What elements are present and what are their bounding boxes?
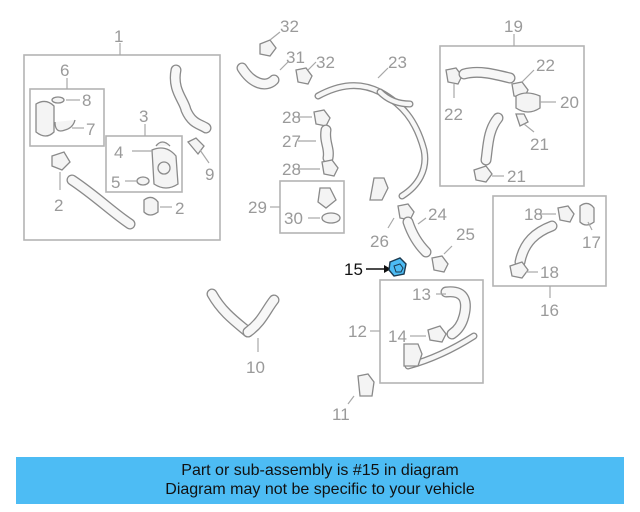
- callout-3: 3: [139, 107, 148, 126]
- group-3-frame: [105, 135, 183, 193]
- callout-13: 13: [412, 285, 431, 304]
- callout-12: 12: [348, 322, 367, 341]
- callout-9: 9: [205, 165, 214, 184]
- callout-19: 19: [504, 17, 523, 36]
- callout-27: 27: [282, 132, 301, 151]
- callout-22b: 22: [536, 56, 555, 75]
- part-flange-11: [357, 373, 375, 397]
- callout-32a: 32: [280, 17, 299, 36]
- banner-line-1: Part or sub-assembly is #15 in diagram: [181, 462, 459, 479]
- parts-diagram: 1 6 8 7 3 4 5 9 2 2: [23, 17, 607, 424]
- callout-29: 29: [248, 198, 267, 217]
- callout-24: 24: [428, 205, 447, 224]
- part-sensor-29: [317, 187, 337, 209]
- group-center-middle: 26 24 25 15: [344, 203, 475, 279]
- callout-31: 31: [286, 48, 305, 67]
- callout-10: 10: [246, 358, 265, 377]
- callout-6: 6: [60, 61, 69, 80]
- group-1: 1 6 8 7 3 4 5 9 2 2: [23, 27, 221, 241]
- callout-5: 5: [111, 173, 120, 192]
- callout-28b: 28: [282, 160, 301, 179]
- callout-30: 30: [284, 209, 303, 228]
- part-clamp-2a: [51, 151, 71, 171]
- group-16: 16 18 17 18: [492, 195, 607, 320]
- group-bottom: 10 11: [206, 288, 375, 424]
- group-19-frame: [439, 45, 585, 187]
- part-clamp-21b: [473, 165, 493, 183]
- callout-20: 20: [560, 93, 579, 112]
- part-clamp-22a: [445, 67, 463, 85]
- callout-28a: 28: [282, 108, 301, 127]
- banner-line-2: Diagram may not be specific to your vehi…: [165, 481, 475, 498]
- part-clamp-2b: [143, 196, 159, 216]
- part-clamp-14: [427, 325, 447, 343]
- callout-25: 25: [456, 225, 475, 244]
- callout-16: 16: [540, 301, 559, 320]
- callout-4: 4: [114, 143, 123, 162]
- group-19: 19 22 22 20 21 21: [439, 17, 585, 187]
- callout-1: 1: [114, 27, 123, 46]
- part-clamp-28a: [313, 109, 331, 127]
- callout-26: 26: [370, 232, 389, 251]
- part-housing-6: [35, 100, 55, 137]
- part-housing-20: [515, 92, 541, 113]
- callout-18b: 18: [540, 263, 559, 282]
- highlighted-part-15[interactable]: [388, 257, 407, 277]
- info-banner: Part or sub-assembly is #15 in diagram D…: [16, 457, 624, 504]
- part-clamp-26: [397, 203, 415, 221]
- group-1-frame: [23, 54, 221, 241]
- callout-11: 11: [332, 405, 350, 424]
- callout-2a: 2: [54, 196, 63, 215]
- part-fitting-17: [579, 202, 595, 226]
- callout-8: 8: [82, 91, 91, 110]
- callout-22a: 22: [444, 105, 463, 124]
- callout-21a: 21: [530, 135, 549, 154]
- part-clamp-25: [431, 255, 449, 273]
- callout-15: 15: [344, 260, 363, 279]
- callout-7: 7: [86, 120, 95, 139]
- part-clamp-32b: [295, 67, 313, 85]
- callout-32b: 32: [316, 53, 335, 72]
- callout-23: 23: [388, 53, 407, 72]
- part-seal-30: [321, 212, 341, 224]
- part-clamp-32a: [259, 39, 277, 57]
- callout-21b: 21: [507, 167, 526, 186]
- part-clamp-28b: [321, 159, 339, 177]
- group-12: 12 13 14: [348, 279, 484, 384]
- part-clamp-18b: [509, 261, 529, 279]
- callout-18a: 18: [524, 205, 543, 224]
- callout-17: 17: [582, 233, 601, 252]
- group-center-top: 32 31 32 23 28 27 28 29 30: [236, 17, 429, 234]
- callout-2b: 2: [175, 199, 184, 218]
- part-clamp-18a: [557, 205, 575, 223]
- callout-14: 14: [388, 327, 407, 346]
